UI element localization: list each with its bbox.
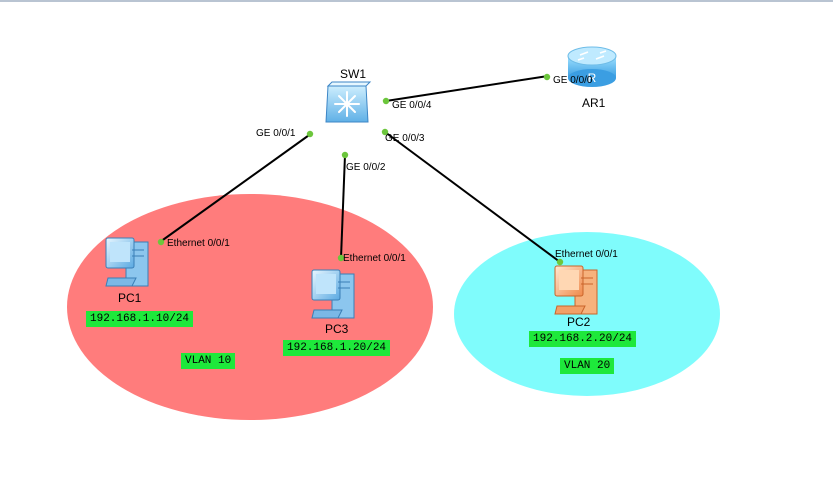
port-dot-sw1-ge003 <box>381 128 389 136</box>
ip-tag-pc3: 192.168.1.20/24 <box>283 340 391 356</box>
pc2-name: PC2 <box>567 315 591 329</box>
port-dot-pc3-eth <box>337 254 345 262</box>
ip-tag-pc2: 192.168.2.20/24 <box>529 331 637 347</box>
port-label-sw1-ge002: GE 0/0/2 <box>346 162 386 173</box>
link-sw1-ar1[interactable] <box>385 75 549 102</box>
port-label-ar1-ge000: GE 0/0/0 <box>553 75 593 86</box>
port-label-pc1-eth: Ethernet 0/0/1 <box>167 238 230 249</box>
pc-icon[interactable] <box>554 265 598 315</box>
port-label-pc2-eth: Ethernet 0/0/1 <box>555 249 618 260</box>
port-dot-pc1-eth <box>157 238 165 246</box>
ar1-name: AR1 <box>582 96 606 110</box>
vlan20-label: VLAN 20 <box>560 358 615 374</box>
port-dot-sw1-ge002 <box>341 151 349 159</box>
vlan10-label: VLAN 10 <box>181 353 236 369</box>
switch-icon[interactable] <box>325 81 372 123</box>
svg-text:R: R <box>588 71 597 85</box>
sw1-name: SW1 <box>340 67 367 81</box>
link-sw1-pc2[interactable] <box>384 131 561 263</box>
link-sw1-pc1[interactable] <box>159 132 313 243</box>
port-label-pc3-eth: Ethernet 0/0/1 <box>343 253 406 264</box>
port-label-sw1-ge001: GE 0/0/1 <box>256 128 296 139</box>
top-border <box>0 0 833 2</box>
vlan10-zone <box>67 194 433 420</box>
link-sw1-pc3[interactable] <box>340 154 346 259</box>
port-dot-sw1-ge001 <box>306 130 314 138</box>
port-label-sw1-ge003: GE 0/0/3 <box>385 133 425 144</box>
pc3-name: PC3 <box>325 322 349 336</box>
port-dot-pc2-eth <box>556 258 564 266</box>
pc1-name: PC1 <box>118 291 142 305</box>
ip-tag-pc1: 192.168.1.10/24 <box>86 311 194 327</box>
router-icon[interactable]: R <box>567 46 617 87</box>
pc-icon[interactable] <box>311 269 355 319</box>
port-dot-sw1-ge004 <box>382 97 390 105</box>
port-dot-ar1-ge000 <box>543 73 551 81</box>
pc-icon[interactable] <box>105 237 149 287</box>
port-label-sw1-ge004: GE 0/0/4 <box>392 100 432 111</box>
